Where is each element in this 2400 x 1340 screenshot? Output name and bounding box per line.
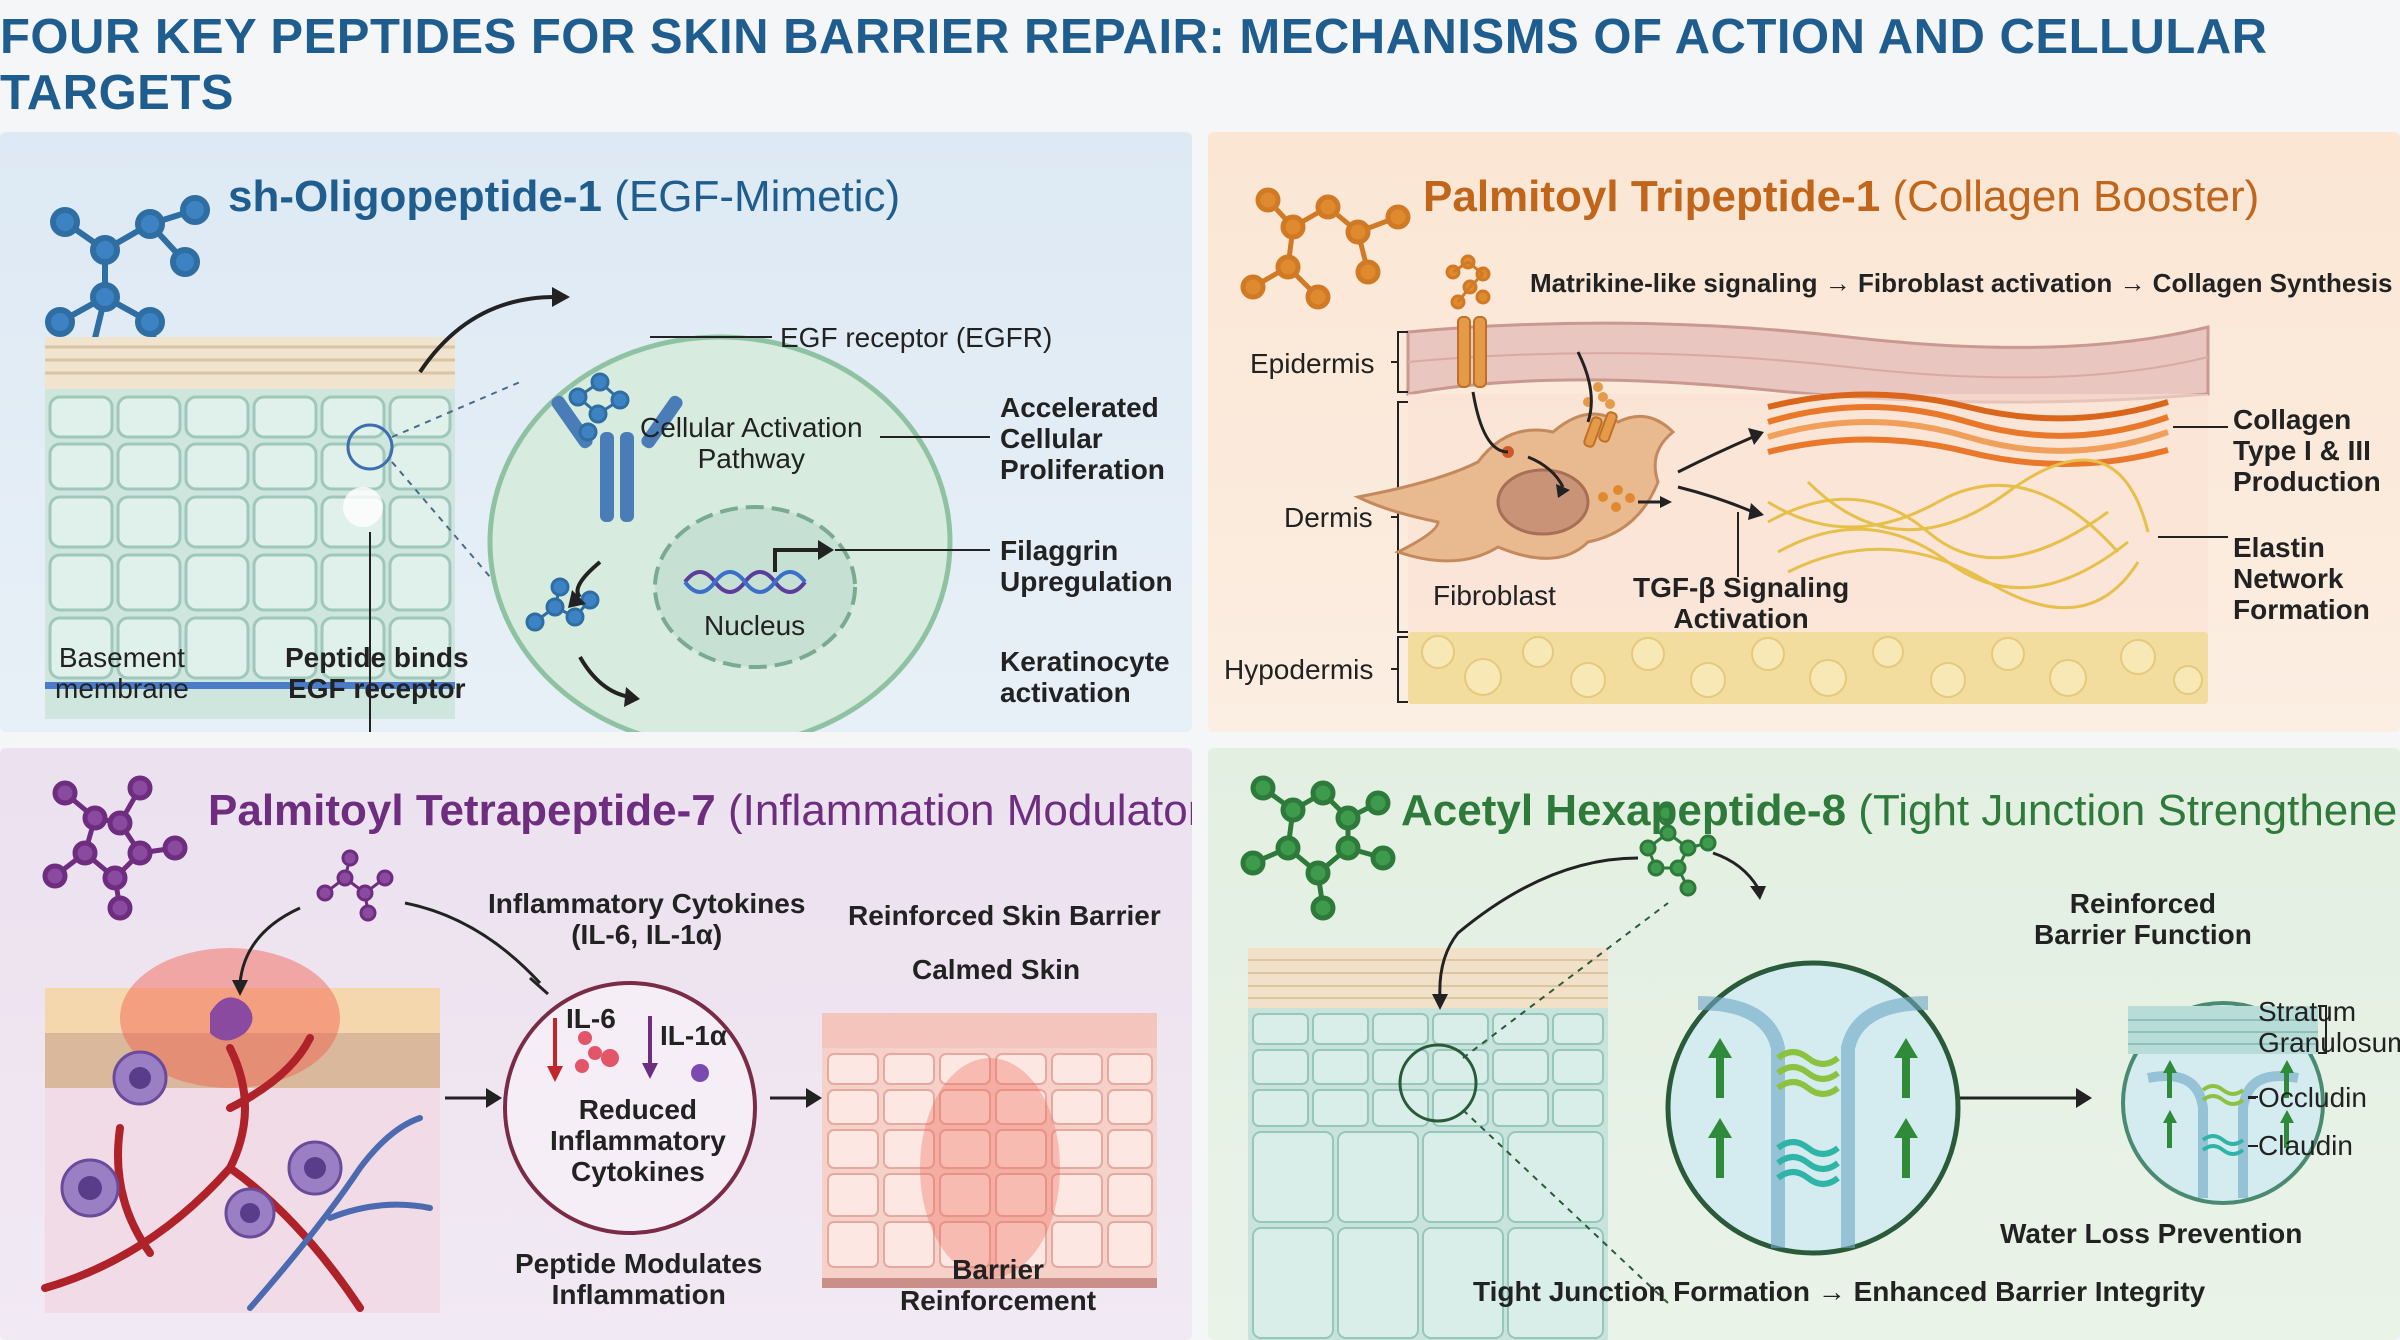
claudin-label: Claudin: [2258, 1130, 2353, 1161]
elastin-label: Elastin Network Formation: [2233, 532, 2370, 625]
cytokines-label: Inflammatory Cytokines (IL-6, IL-1α): [488, 888, 806, 950]
reinforced-label: Reinforced Skin Barrier: [848, 900, 1161, 931]
panel1-illustration: [45, 195, 990, 732]
skin-layer: [45, 337, 455, 719]
peptide-role: (Tight Junction Strengthener): [1858, 786, 2400, 835]
collagen-label: Collagen Type I & III Production: [2233, 404, 2381, 497]
il1a-label: IL-1α: [660, 1020, 727, 1051]
signaling-label: Matrikine-like signaling → Fibroblast ac…: [1530, 268, 2393, 298]
panel2-illustration: [1240, 187, 2228, 704]
peptide-name: sh-Oligopeptide-1: [228, 172, 602, 221]
molecule-icon: [1240, 187, 1411, 310]
barrier-label: Barrier Reinforcement: [900, 1254, 1097, 1316]
molecule-icon: [42, 775, 188, 921]
basement-label: Basement membrane: [55, 642, 189, 704]
pathway-label: Cellular Activation Pathway: [640, 412, 863, 474]
reinforced-barrier-label: Reinforced Barrier Function: [2034, 888, 2252, 950]
panel1-title: sh-Oligopeptide-1 (EGF-Mimetic): [228, 172, 900, 222]
hypodermis-label: Hypodermis: [1224, 654, 1374, 685]
peptide-role: (Collagen Booster): [1892, 172, 2260, 221]
stratum-label: Stratum Granulosum: [2258, 996, 2400, 1058]
panel3-illustration: [41, 775, 1157, 1313]
filaggrin-label: Filaggrin Upregulation: [1000, 535, 1173, 597]
peptide-name: Acetyl Hexapeptide-8: [1401, 786, 1847, 835]
page-title: FOUR KEY PEPTIDES FOR SKIN BARRIER REPAI…: [0, 10, 2268, 120]
il6-label: IL-6: [566, 1003, 616, 1034]
epidermis-label: Epidermis: [1250, 348, 1375, 379]
panel-palmitoyl-tetrapeptide: Palmitoyl Tetrapeptide-7 (Inflammation M…: [0, 748, 1192, 1340]
binds-label: Peptide binds EGF receptor: [285, 642, 469, 704]
tight-junction-label: Tight Junction Formation → Enhanced Barr…: [1473, 1276, 2206, 1307]
peptide-role: (Inflammation Modulator): [727, 786, 1192, 835]
panel2-title: Palmitoyl Tripeptide-1 (Collagen Booster…: [1423, 172, 2259, 222]
peptide-icon: [1639, 804, 1717, 897]
panel-palmitoyl-tripeptide: Palmitoyl Tripeptide-1 (Collagen Booster…: [1208, 132, 2400, 732]
egf-receptor-icon: [551, 395, 683, 522]
panel4-illustration: [1240, 775, 2327, 1340]
dermis-label: Dermis: [1284, 502, 1373, 533]
peptide-role: (EGF-Mimetic): [614, 172, 901, 221]
reduced-label: Reduced Inflammatory Cytokines: [550, 1094, 726, 1187]
water-loss-label: Water Loss Prevention: [2000, 1218, 2303, 1249]
peptide-icon-small: [525, 577, 600, 632]
peptide-icon: [568, 372, 630, 442]
peptide-icon: [1445, 254, 1491, 310]
tgf-label: TGF-β Signaling Activation: [1633, 572, 1850, 634]
fibroblast-label: Fibroblast: [1433, 580, 1556, 611]
panel-acetyl-hexapeptide: Acetyl Hexapeptide-8 (Tight Junction Str…: [1208, 748, 2400, 1340]
molecule-icon: [1240, 775, 1396, 921]
modulates-label: Peptide Modulates Inflammation: [515, 1248, 763, 1310]
proliferation-label: Accelerated Cellular Proliferation: [1000, 392, 1165, 485]
receptor-label: EGF receptor (EGFR): [780, 322, 1053, 353]
panel3-title: Palmitoyl Tetrapeptide-7 (Inflammation M…: [208, 786, 1192, 836]
keratinocyte-label: Keratinocyte activation: [1000, 646, 1170, 708]
nucleus-label: Nucleus: [704, 610, 806, 641]
calmed-label: Calmed Skin: [912, 954, 1081, 985]
panel4-title: Acetyl Hexapeptide-8 (Tight Junction Str…: [1401, 786, 2400, 836]
peptide-name: Palmitoyl Tetrapeptide-7: [208, 786, 716, 835]
peptide-name: Palmitoyl Tripeptide-1: [1423, 172, 1881, 221]
occludin-label: Occludin: [2258, 1082, 2367, 1113]
panel-sh-oligopeptide: sh-Oligopeptide-1 (EGF-Mimetic) EGF rece…: [0, 132, 1192, 732]
peptide-icon: [316, 849, 394, 922]
